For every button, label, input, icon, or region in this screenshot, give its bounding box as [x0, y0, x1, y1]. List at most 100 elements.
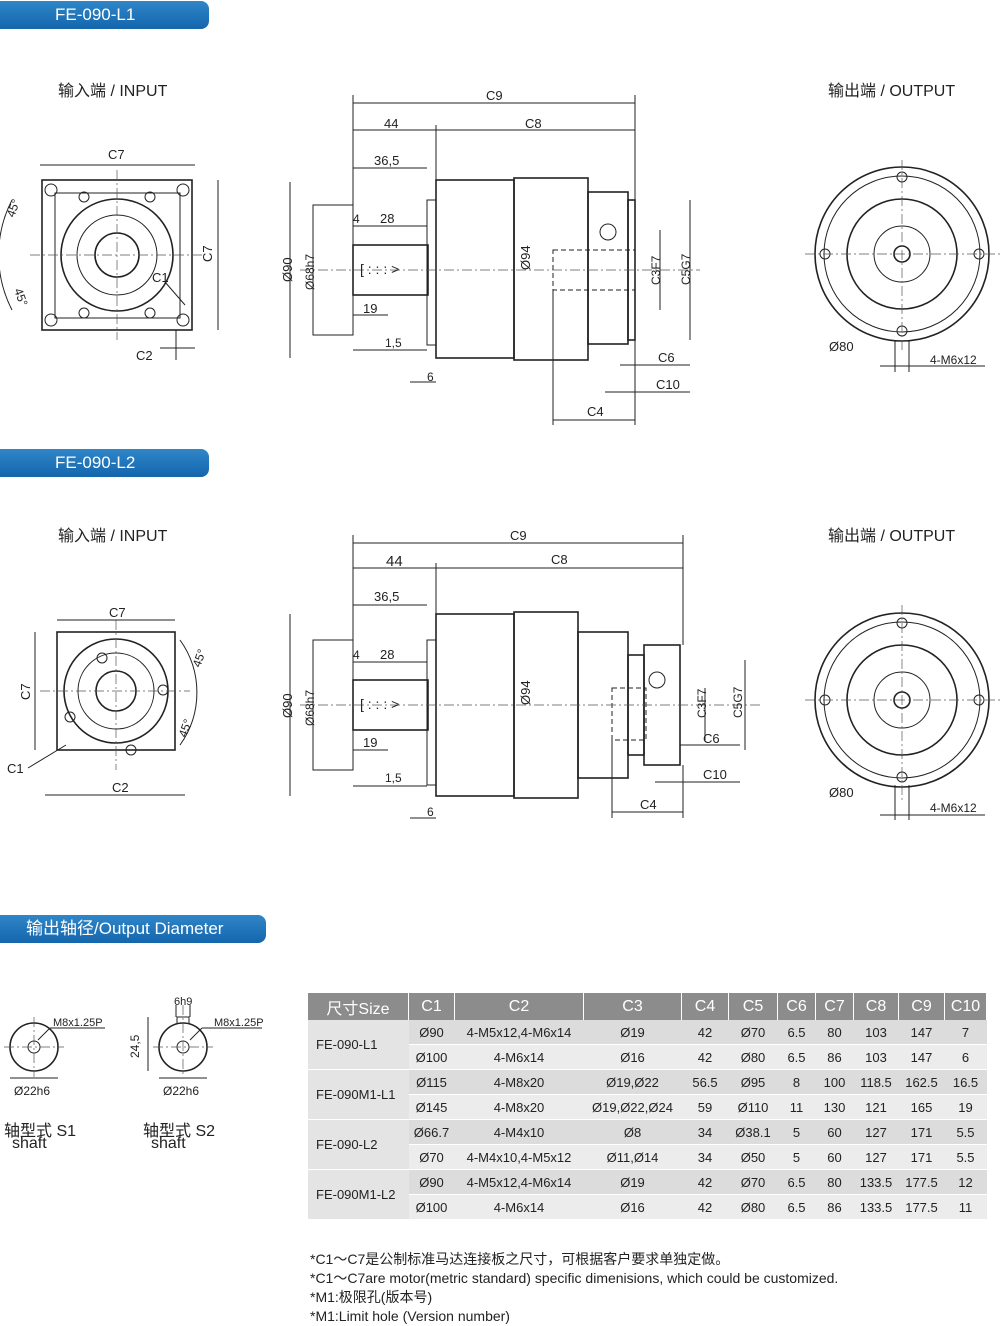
l2-d4: 4 [353, 648, 360, 662]
cell-c6: 5 [777, 1119, 816, 1145]
cell-c8: 133.5 [853, 1169, 899, 1195]
cell-c6: 5 [777, 1144, 816, 1170]
cell-c1: Ø100 [408, 1044, 455, 1070]
l2-c9: C9 [510, 528, 527, 543]
shaft-s2-drawing: 6h9 24,5 M8x1.25P Ø22h6 [128, 996, 264, 1098]
cell-c2: 4-M4x10 [454, 1119, 584, 1145]
cell-c2: 4-M6x14 [454, 1194, 584, 1220]
s2-label-cn: 轴型式 S2 [143, 1123, 216, 1140]
header-c1: C1 [408, 993, 455, 1020]
header-c9: C9 [898, 993, 945, 1020]
cell-c3: Ø19,Ø22,Ø24 [583, 1094, 682, 1120]
l1-d4: 4 [353, 212, 360, 226]
l1-output-view: 4-M6x12 Ø80 [805, 160, 1000, 372]
header-c3: C3 [583, 993, 682, 1020]
cell-c9: 171 [898, 1119, 945, 1145]
l1-side-view: [ : : : > C9 44 C8 36,5 4 28 19 1,5 6 Ø9… [280, 88, 700, 425]
section-title-l2: FE-090-L2 [55, 453, 136, 472]
cell-c4: 42 [681, 1194, 729, 1220]
header-c2: C2 [454, 993, 584, 1020]
svg-text:[ : : : >: [ : : : > [360, 261, 399, 277]
cell-c1: Ø90 [408, 1169, 455, 1195]
l2-c6: C6 [703, 731, 720, 746]
l1-input-view: C7 C7 45° 45° C2 C1 [0, 147, 219, 363]
note-line: *M1:Limit hole (Version number) [310, 1308, 510, 1324]
header-c5: C5 [728, 993, 778, 1020]
s2-dia: Ø22h6 [163, 1084, 199, 1098]
cell-c7: 80 [815, 1169, 854, 1195]
cell-c3: Ø19 [583, 1169, 682, 1195]
l2-d44: 44 [386, 553, 403, 570]
cell-c9: 147 [898, 1044, 945, 1070]
cell-c9: 147 [898, 1020, 945, 1045]
section-title-l1: FE-090-L1 [55, 5, 136, 24]
cell-c5: Ø38.1 [728, 1119, 778, 1145]
cell-c10: 5.5 [944, 1119, 987, 1145]
cell-c7: 130 [815, 1094, 854, 1120]
l1-c4: C4 [587, 404, 604, 419]
cell-c3: Ø16 [583, 1194, 682, 1220]
cell-c5: Ø50 [728, 1144, 778, 1170]
cell-c5: Ø80 [728, 1194, 778, 1220]
cell-c8: 127 [853, 1144, 899, 1170]
cell-c8: 121 [853, 1094, 899, 1120]
cell-c2: 4-M5x12,4-M6x14 [454, 1169, 584, 1195]
l2-c5: C5G7 [731, 686, 745, 718]
l2-c2: C2 [112, 780, 129, 795]
model-cell: FE-090-L2 [308, 1119, 409, 1170]
cell-c10: 7 [944, 1020, 987, 1045]
header-c8: C8 [853, 993, 899, 1020]
header-c10: C10 [944, 993, 987, 1020]
header-c7: C7 [815, 993, 854, 1020]
cell-c6: 6.5 [777, 1020, 816, 1045]
note-line: *C1～C7是公制标准马达连接板之尺寸，可根据客户要求单独定做。 [310, 1251, 730, 1267]
s1-thread: M8x1.25P [53, 1017, 103, 1029]
l2-c7-side: C7 [18, 683, 33, 700]
l2-d365: 36,5 [374, 589, 399, 604]
l1-angle-top: 45° [4, 197, 23, 219]
l1-c5: C5G7 [679, 253, 693, 285]
s2-label-en: shaft [151, 1135, 186, 1152]
l2-output-label: 输出端 / OUTPUT [828, 528, 956, 545]
cell-c4: 56.5 [681, 1069, 729, 1095]
l1-c8: C8 [525, 116, 542, 131]
cell-c8: 127 [853, 1119, 899, 1145]
l2-d90: Ø90 [280, 693, 295, 718]
cell-c7: 80 [815, 1020, 854, 1045]
l2-d80: Ø80 [829, 785, 854, 800]
l2-c8: C8 [551, 552, 568, 567]
cell-c1: Ø115 [408, 1069, 455, 1095]
cell-c4: 34 [681, 1144, 729, 1170]
l2-c7-top: C7 [109, 605, 126, 620]
table-row: Ø100 4-M6x14 Ø16 42 Ø80 6.5 86 133.5 177… [308, 1194, 987, 1220]
s2-height: 24,5 [128, 1034, 142, 1058]
table-row: FE-090M1-L2 Ø90 4-M5x12,4-M6x14 Ø19 42 Ø… [308, 1169, 987, 1220]
cell-c3: Ø16 [583, 1044, 682, 1070]
note-line: *C1～C7are motor(metric standard) specifi… [310, 1270, 839, 1286]
cell-c5: Ø80 [728, 1044, 778, 1070]
cell-c6: 6.5 [777, 1194, 816, 1220]
l2-input-view: C7 C7 45° 45° C1 C2 [7, 605, 209, 796]
l1-c6: C6 [658, 350, 675, 365]
cell-c10: 19 [944, 1094, 987, 1120]
cell-c1: Ø70 [408, 1144, 455, 1170]
l1-m6: 4-M6x12 [930, 353, 977, 367]
l2-d19: 19 [363, 735, 377, 750]
s2-thread: M8x1.25P [214, 1017, 264, 1029]
l2-d94: Ø94 [518, 680, 533, 705]
l1-d94: Ø94 [518, 245, 533, 270]
cell-c9: 165 [898, 1094, 945, 1120]
header-c6: C6 [777, 993, 816, 1020]
l1-d44: 44 [384, 116, 398, 131]
cell-c10: 6 [944, 1044, 987, 1070]
l2-d68: Ø68h7 [303, 690, 317, 726]
l1-c9: C9 [486, 88, 503, 103]
table-row: FE-090-L1 Ø90 4-M5x12,4-M6x14 Ø19 42 Ø70… [308, 1020, 987, 1070]
header-size: 尺寸Size [308, 993, 409, 1020]
l1-c7-top: C7 [108, 147, 125, 162]
cell-c6: 6.5 [777, 1044, 816, 1070]
cell-c2: 4-M4x10,4-M5x12 [454, 1144, 584, 1170]
cell-c3: Ø8 [583, 1119, 682, 1145]
cell-c7: 60 [815, 1144, 854, 1170]
cell-c10: 16.5 [944, 1069, 987, 1095]
